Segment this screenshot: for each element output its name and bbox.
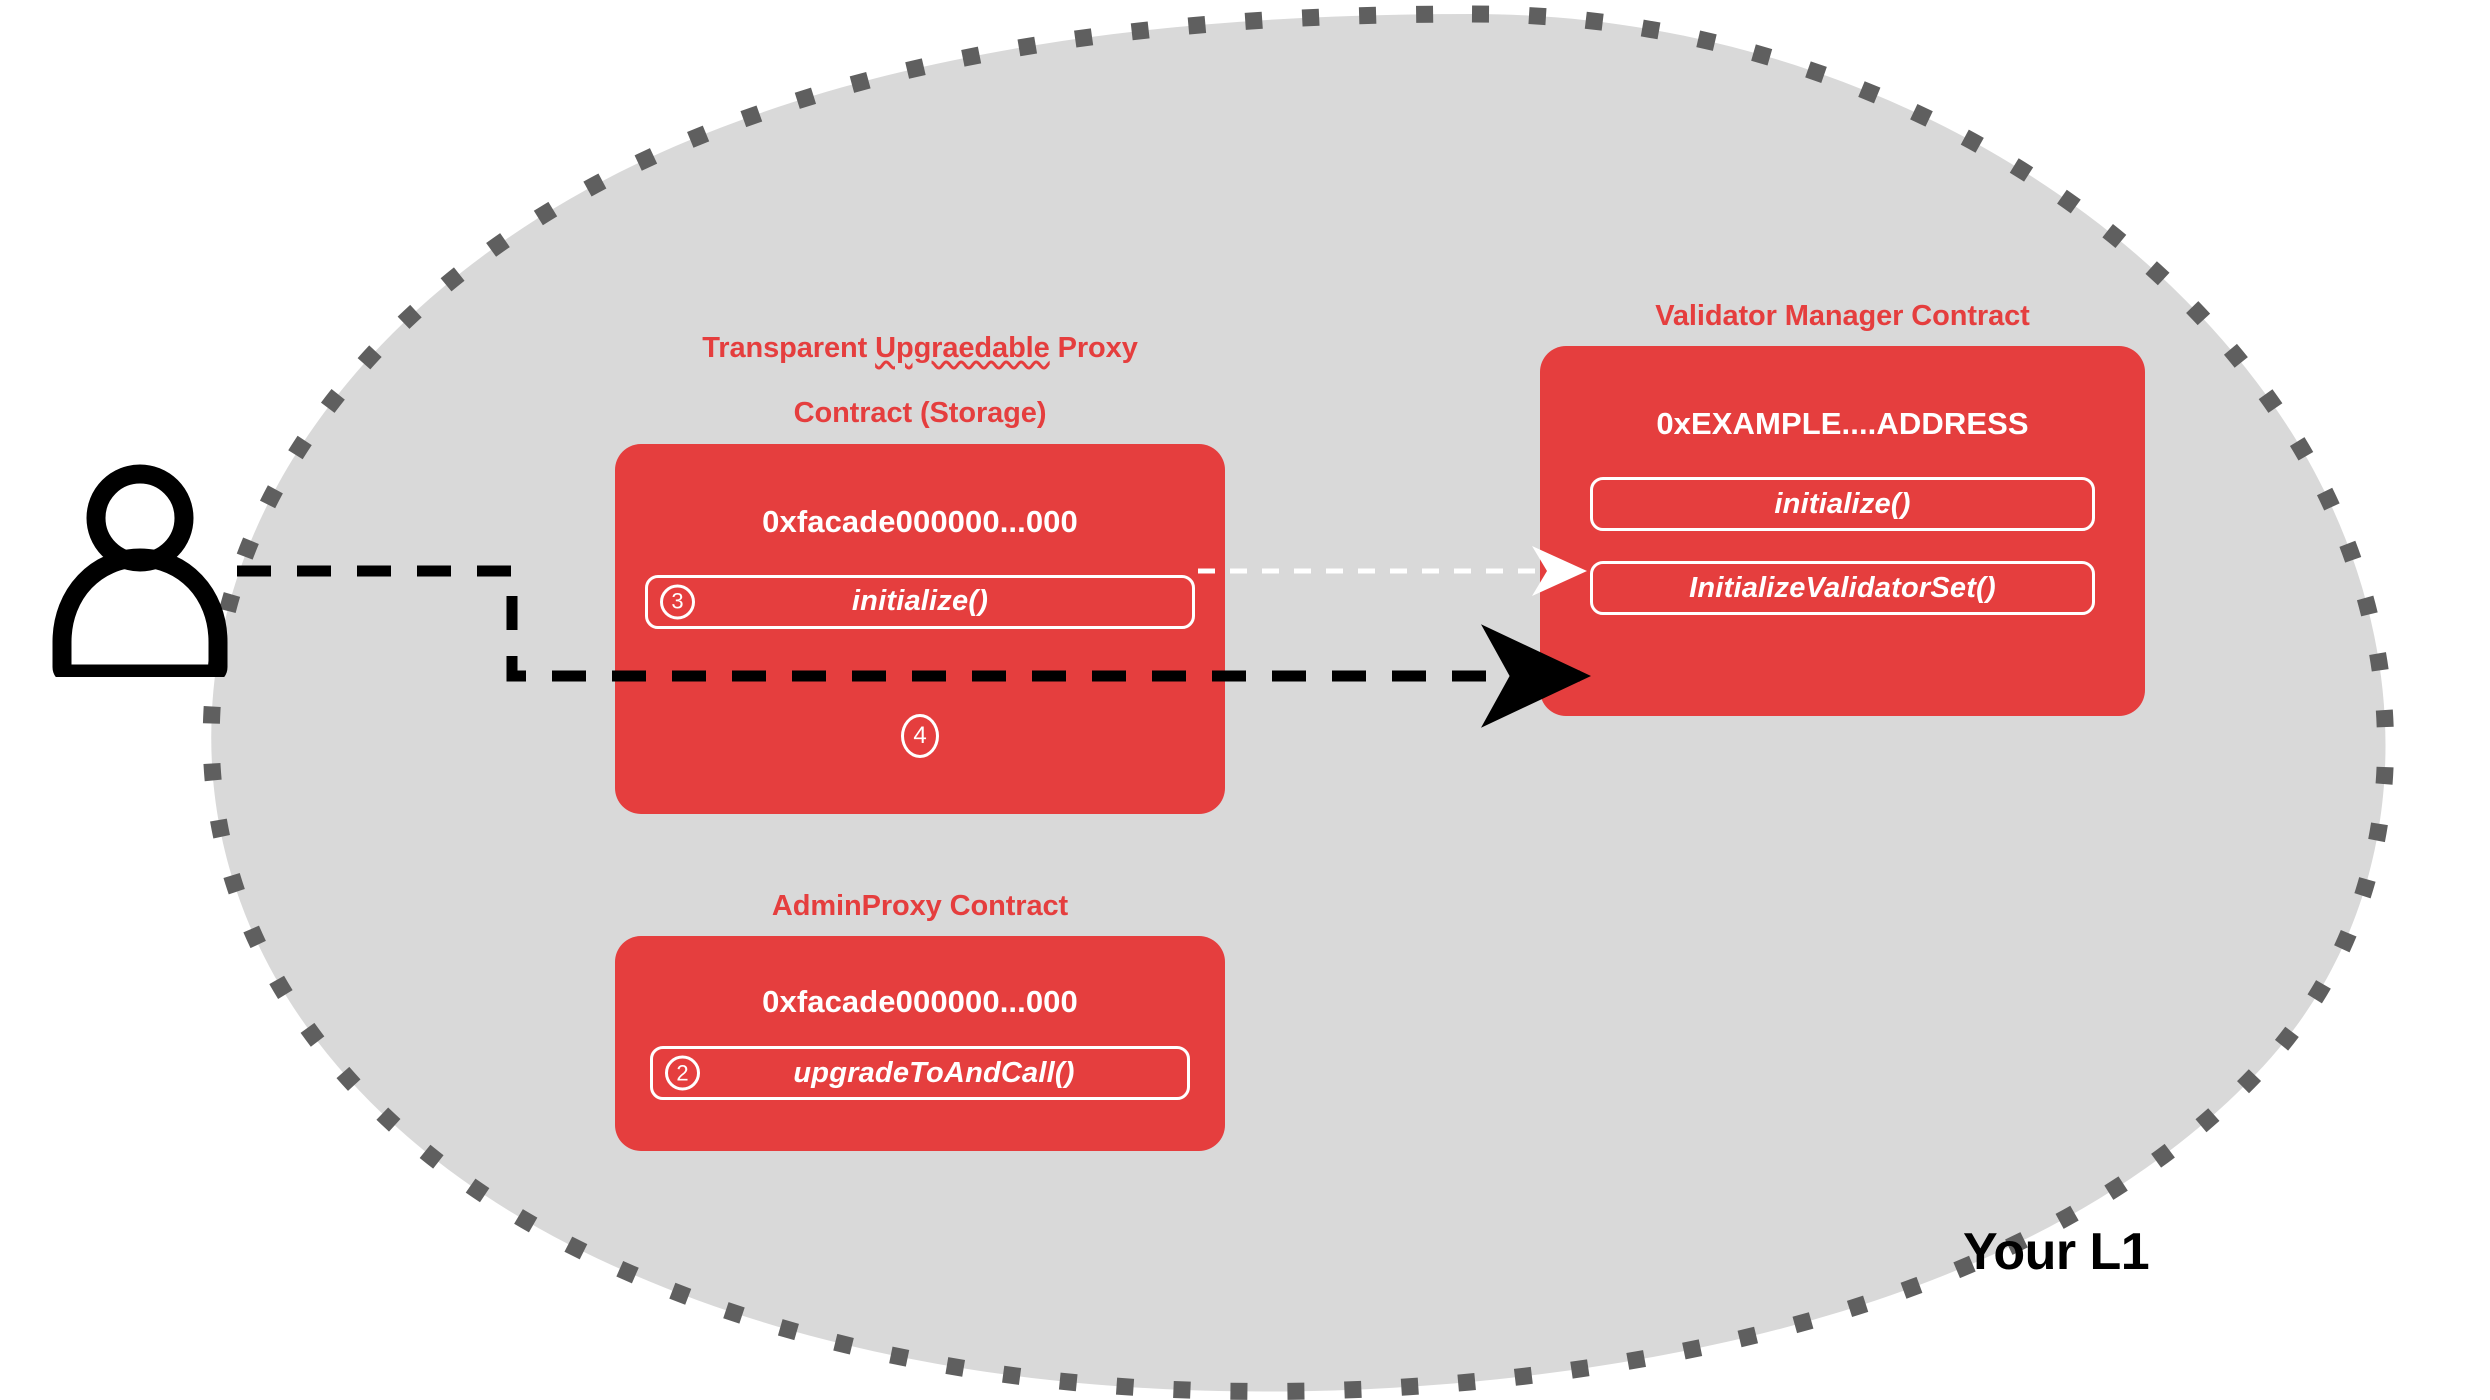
method-vmc-initialize-validator-set[interactable]: InitializeValidatorSet() <box>1590 561 2095 616</box>
method-label-initialize-validator-set: InitializeValidatorSet() <box>1689 571 1996 604</box>
step-badge-2: 2 <box>665 1055 700 1091</box>
method-proxy-initialize[interactable]: 3 initialize() <box>645 574 1195 629</box>
method-label-upgrade-to-and-call: upgradeToAndCall() <box>793 1056 1075 1089</box>
proxy-title-part-3: Proxy <box>1049 332 1138 365</box>
contract-title-proxy: Transparent Upgraedable Proxy Contract (… <box>615 300 1225 430</box>
proxy-title-misspelled-word: Upgraedable <box>875 332 1050 365</box>
contract-validator-manager: Validator Manager Contract 0xEXAMPLE....… <box>1540 300 2145 717</box>
method-label-initialize: initialize() <box>851 585 989 618</box>
method-label-vmc-initialize: initialize() <box>1774 487 1911 520</box>
method-vmc-initialize[interactable]: initialize() <box>1590 477 2095 532</box>
region-label-your-l1: Your L1 <box>1963 1223 2150 1281</box>
contract-title-admin-proxy: AdminProxy Contract <box>771 890 1069 922</box>
contract-admin-proxy: AdminProxy Contract 0xfacade000000...000… <box>615 890 1225 1152</box>
validator-manager-contract-box[interactable]: 0xEXAMPLE....ADDRESS initialize() Initia… <box>1540 346 2145 717</box>
flow-user-to-initialize-validator-set <box>237 565 1591 728</box>
proxy-title-part-1: Transparent <box>702 332 876 365</box>
validator-manager-address: 0xEXAMPLE....ADDRESS <box>1656 406 2029 442</box>
proxy-contract-box[interactable]: 0xfacade000000...000 3 initialize() 4 <box>615 443 1225 814</box>
admin-proxy-address: 0xfacade000000...000 <box>762 984 1078 1020</box>
step-badge-4: 4 <box>901 713 939 758</box>
user-icon <box>52 464 228 677</box>
contract-transparent-upgradeable-proxy: Transparent Upgraedable Proxy Contract (… <box>615 300 1225 814</box>
method-upgrade-to-and-call[interactable]: 2 upgradeToAndCall() <box>650 1046 1190 1101</box>
contract-title-validator-manager: Validator Manager Contract <box>1655 300 2030 332</box>
step-badge-3: 3 <box>660 584 695 620</box>
proxy-address: 0xfacade000000...000 <box>762 503 1078 539</box>
proxy-title-line-2: Contract (Storage) <box>793 397 1047 430</box>
admin-proxy-contract-box[interactable]: 0xfacade000000...000 2 upgradeToAndCall(… <box>615 936 1225 1152</box>
